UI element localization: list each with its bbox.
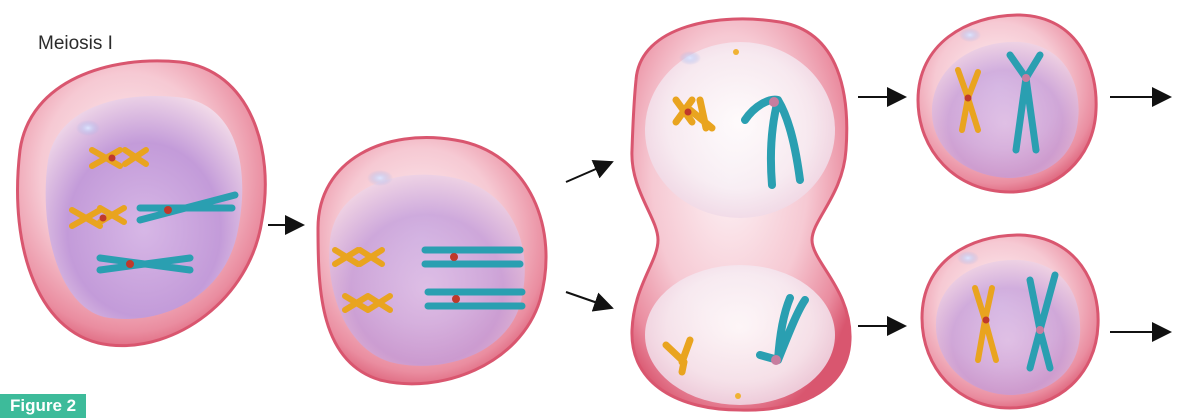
cell-4-daughter-top bbox=[918, 15, 1096, 192]
cell-3-telophase bbox=[632, 19, 850, 410]
cell-1-prophase bbox=[18, 61, 266, 346]
arrow-2-up bbox=[566, 162, 612, 182]
cell-4-daughter-bottom bbox=[922, 235, 1098, 408]
cell-2-metaphase bbox=[318, 138, 546, 384]
figure-label-badge: Figure 2 bbox=[0, 394, 86, 418]
arrow-2-down bbox=[566, 292, 612, 308]
